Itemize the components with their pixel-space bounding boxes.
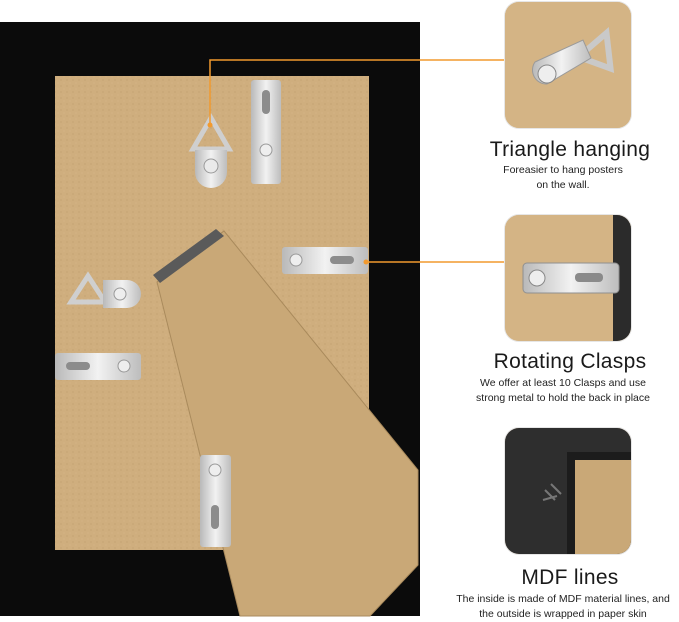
feature-desc-mdf: The inside is made of MDF material lines… [448,592,678,622]
clasp-top [251,80,281,184]
thumbnail-triangle-hanger [505,2,631,128]
thumbnail-mdf-lines [505,428,631,554]
feature-title-triangle: Triangle hanging [489,138,651,161]
feature-desc-line: strong metal to hold the back in place [476,392,650,404]
feature-desc-line: on the wall. [536,179,590,191]
feature-desc-clasps: We offer at least 10 Clasps and use stro… [448,376,678,406]
feature-desc-line: The inside is made of MDF material lines… [456,593,670,605]
feature-desc-line: Foreasier to hang posters [503,164,623,176]
feature-desc-line: the outside is wrapped in paper skin [479,608,647,620]
feature-desc-line: We offer at least 10 Clasps and use [480,377,646,389]
feature-desc-triangle: Foreasier to hang posters on the wall. [448,163,678,193]
easel-hinge [153,229,224,283]
triangle-hanger-top [188,113,234,188]
feature-title-clasps: Rotating Clasps [493,350,647,373]
clasp-bottom [200,455,231,547]
triangle-hanger-left [66,271,141,308]
clasp-left [55,353,141,380]
frame-back-photo [0,22,420,617]
thumbnail-rotating-clasp [505,215,631,341]
clasp-right [282,247,368,274]
feature-title-mdf: MDF lines [521,566,619,589]
